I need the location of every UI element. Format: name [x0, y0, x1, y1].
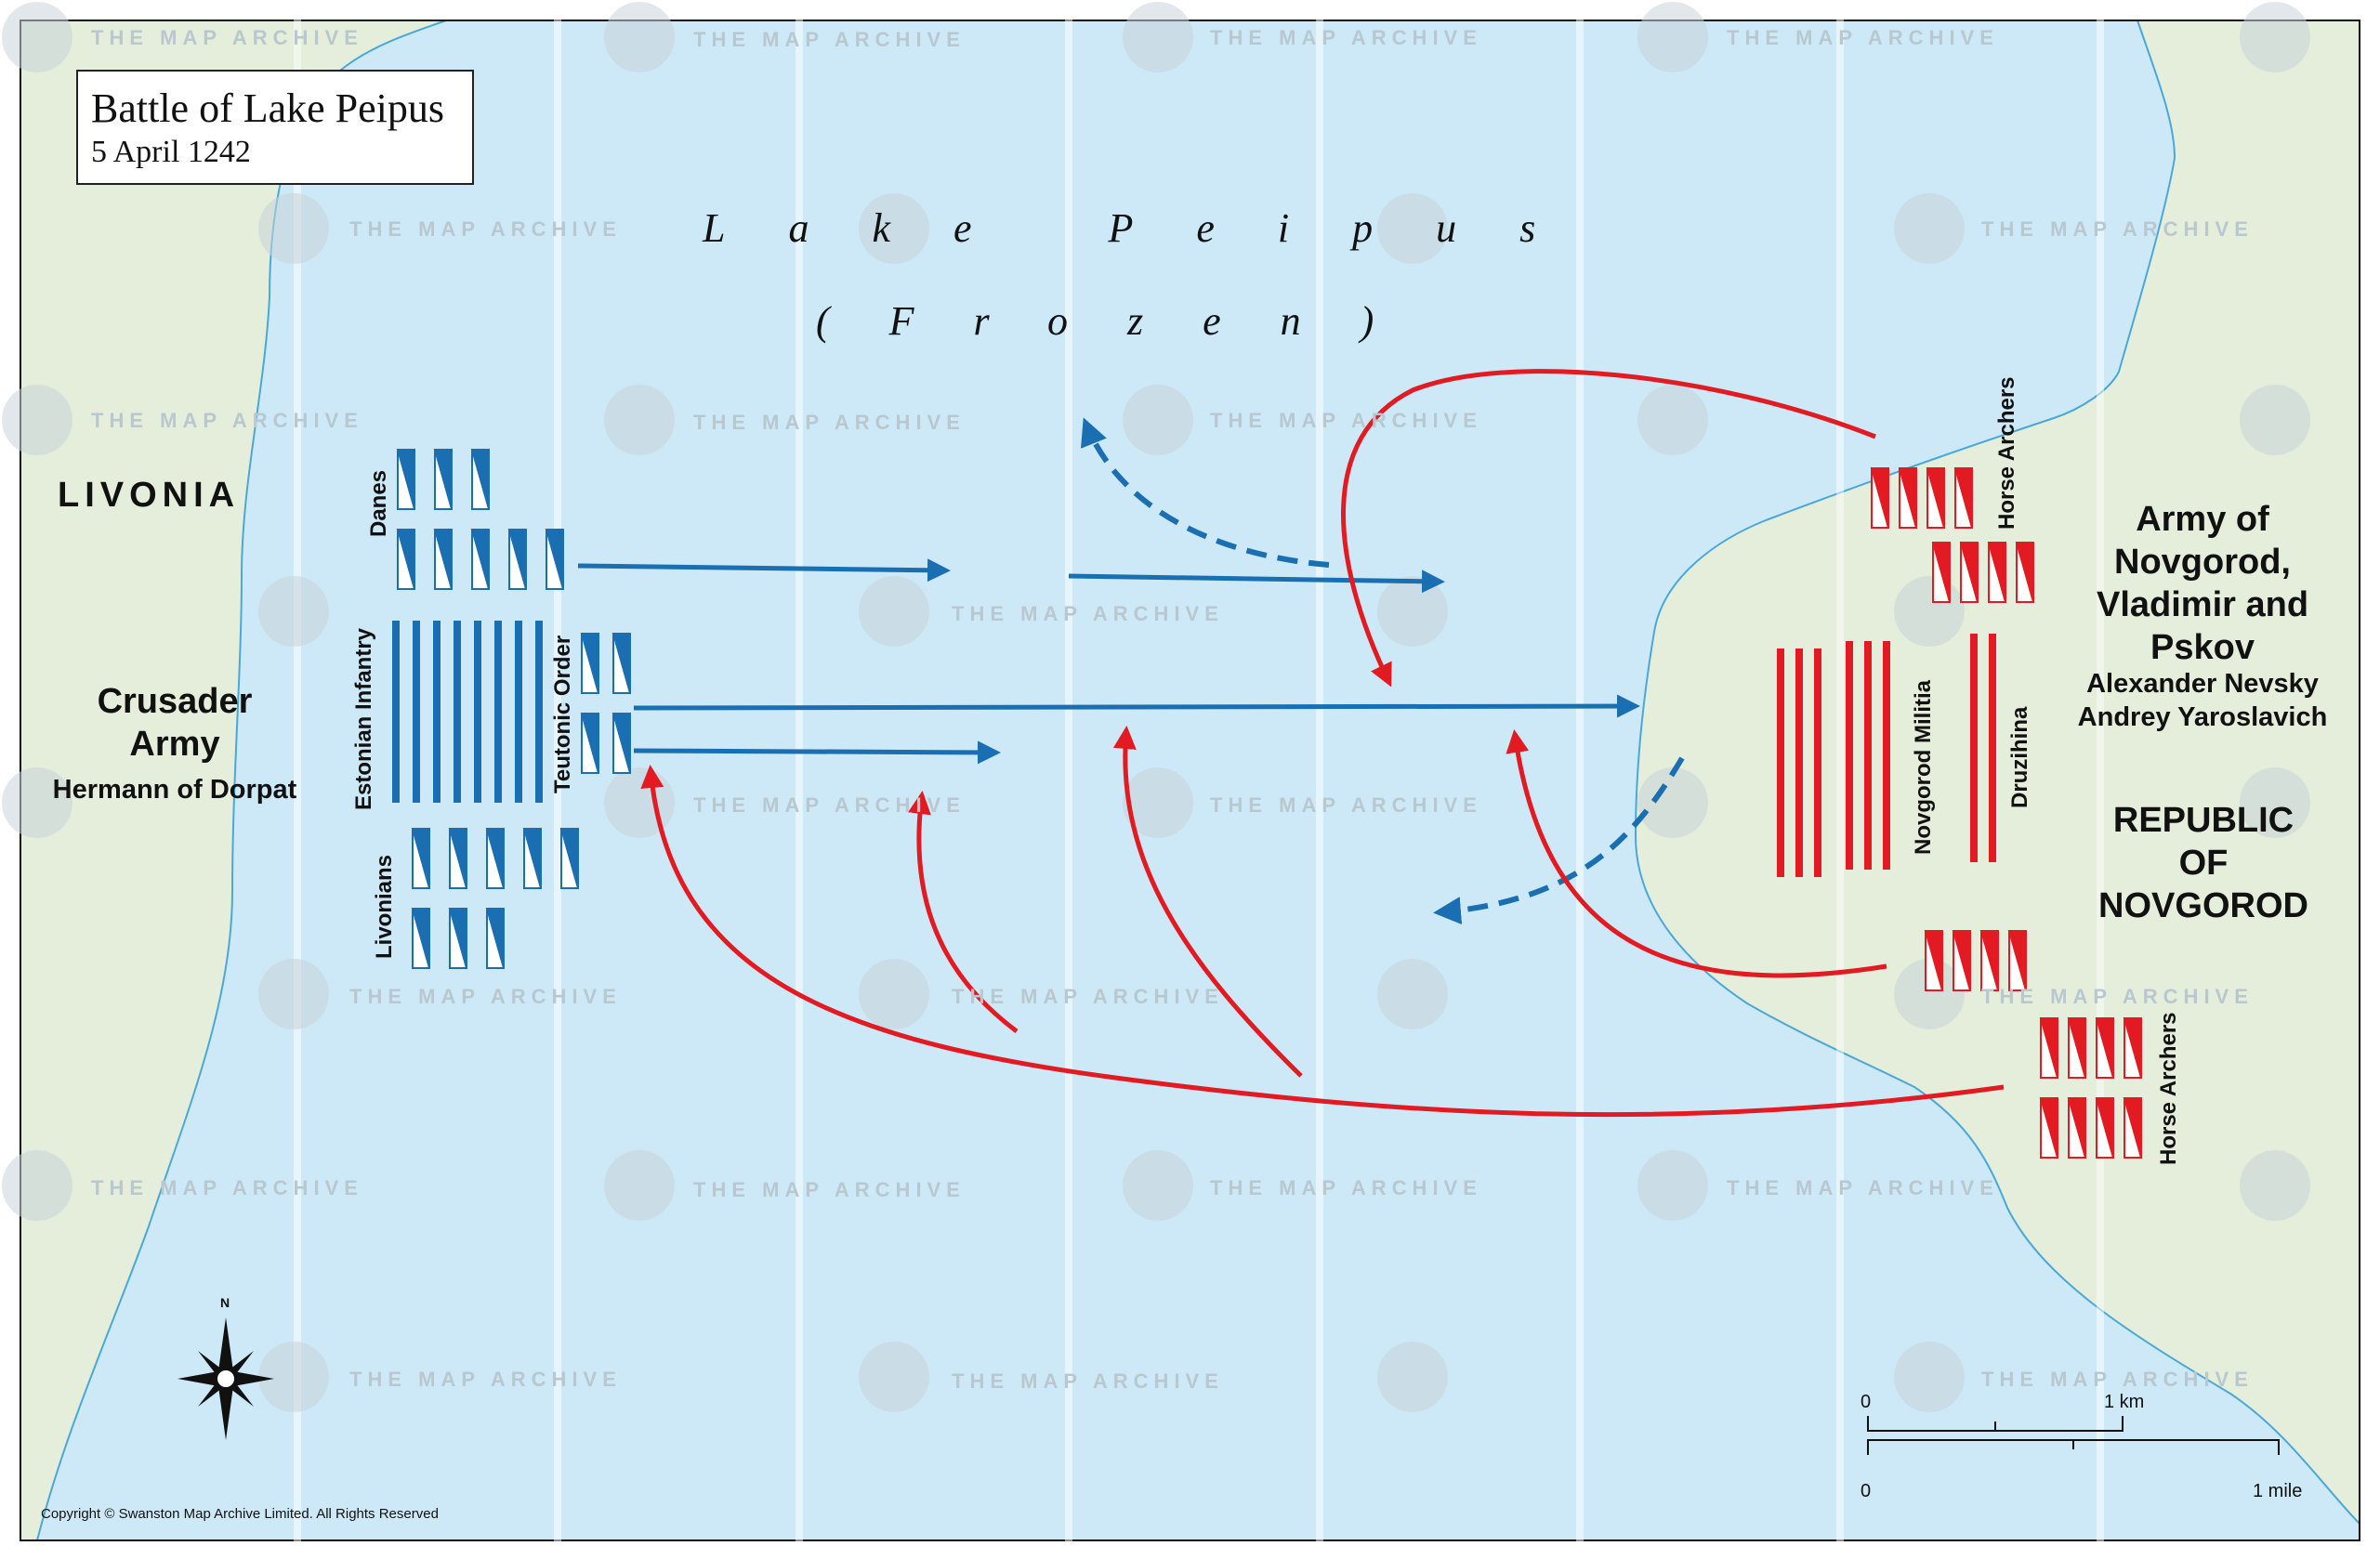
region-novgorod-line2: OF	[2178, 844, 2229, 883]
unit-novgorod-militia	[1777, 641, 1890, 877]
label-teutonic-order: Teutonic Order	[550, 635, 575, 793]
region-novgorod-line1: REPUBLIC	[2112, 801, 2295, 840]
copyright-notice: Copyright © Swanston Map Archive Limited…	[41, 1506, 439, 1522]
crusader-advance-arrows	[577, 558, 1640, 765]
crusader-army-line2: Army	[129, 725, 220, 764]
unit-estonian-infantry	[392, 621, 543, 803]
russian-army-line3: Vladimir and	[2096, 585, 2309, 624]
russian-army-line4: Pskov	[2150, 628, 2255, 667]
crusader-army-line1: Crusader	[97, 682, 253, 721]
novgorod-land	[1634, 20, 2360, 1526]
unit-druzhina	[1970, 634, 1996, 862]
lake-frozen-label: (Frozen)	[816, 298, 1434, 344]
watermark-logos	[2, 2, 2310, 1412]
lake-label: Lake Peipus	[703, 205, 1599, 251]
label-novgorod-militia: Novgorod Militia	[1911, 680, 1936, 855]
title-box: Battle of Lake Peipus 5 April 1242	[76, 70, 474, 185]
region-livonia: LIVONIA	[58, 476, 241, 515]
russian-commander-2: Andrey Yaroslavich	[2077, 702, 2328, 732]
compass-rose-icon	[178, 1317, 274, 1440]
russian-army-line2: Novgorod,	[2114, 543, 2291, 582]
crusader-retreat-arrows	[1081, 417, 1685, 925]
label-estonian-infantry: Estonian Infantry	[351, 627, 376, 810]
unit-horse-archers-bottom	[1924, 930, 2142, 1159]
scale-km-label: 1 km	[2104, 1392, 2145, 1412]
compass-north-label: N	[220, 1295, 230, 1310]
map-title: Battle of Lake Peipus	[91, 85, 445, 131]
label-danes: Danes	[366, 469, 391, 537]
region-novgorod-line3: NOVGOROD	[2098, 886, 2308, 925]
scale-km-zero: 0	[1861, 1392, 1872, 1412]
label-horse-archers-bottom: Horse Archers	[2156, 1012, 2181, 1165]
unit-teutonic-order	[580, 633, 631, 774]
label-livonians: Livonians	[372, 854, 397, 959]
map-subtitle: 5 April 1242	[91, 135, 251, 169]
scale-bar	[1867, 1416, 2280, 1455]
scale-mile-zero: 0	[1861, 1481, 1872, 1501]
unit-danes	[396, 449, 564, 590]
russian-commander-1: Alexander Nevsky	[2086, 669, 2319, 699]
crusader-commander: Hermann of Dorpat	[52, 775, 297, 805]
russian-attack-arrows	[640, 369, 2005, 1118]
label-horse-archers-top: Horse Archers	[1994, 376, 2019, 530]
russian-army-line1: Army of	[2136, 500, 2269, 539]
label-druzhina: Druzihina	[2007, 706, 2032, 808]
unit-livonians	[411, 828, 579, 969]
scale-mile-label: 1 mile	[2253, 1481, 2303, 1501]
unit-horse-archers-top	[1870, 467, 2034, 603]
